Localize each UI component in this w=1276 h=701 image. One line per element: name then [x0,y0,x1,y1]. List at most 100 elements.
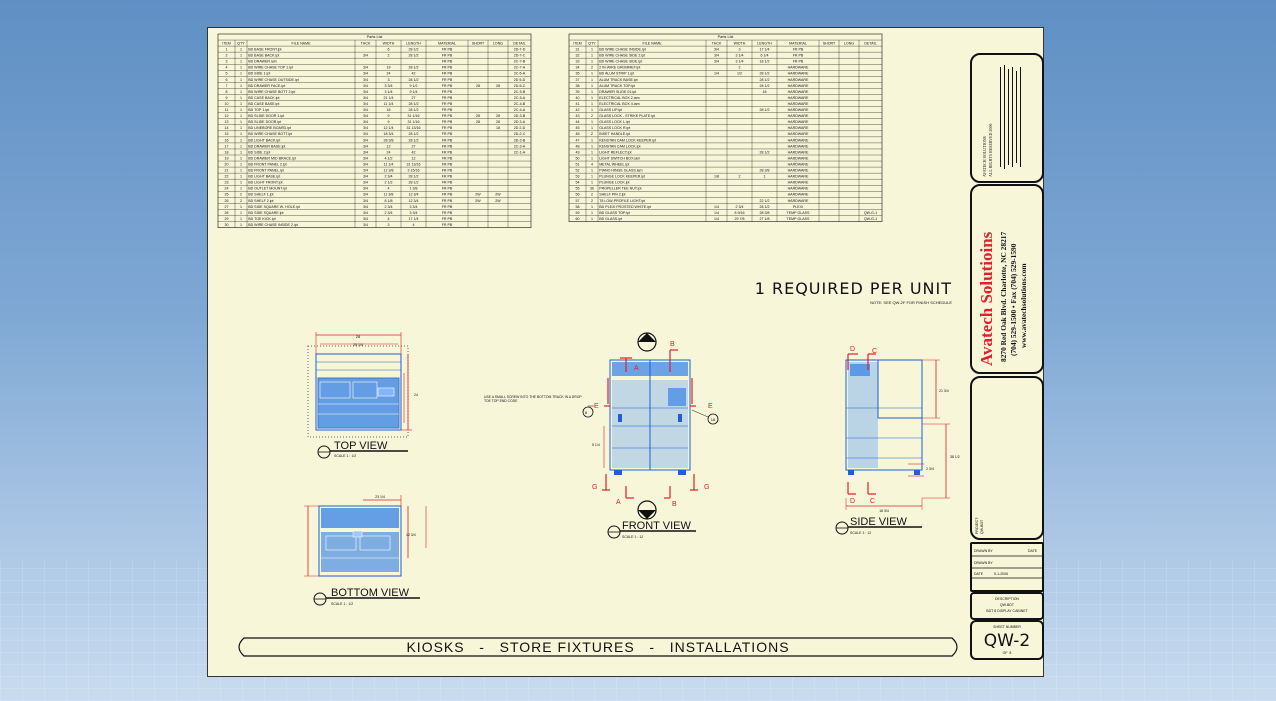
parts-cell-left: FR PB [442,126,453,130]
callout-8: 8 [585,410,588,415]
parts-cell-left: 3/4 [363,54,368,58]
parts-cell-left: 1 [226,48,228,52]
parts-cell-left: BD DRAWER.iam [248,60,277,64]
parts-cell-right: 54 [576,181,580,185]
parts-cell-right: 4 [591,162,593,166]
parts-cell-left: 3/4 [363,193,368,197]
parts-cell-left: 1 [240,72,242,76]
parts-cell-left: FR PB [442,205,453,209]
front-height-dim: 5 1/4 [592,443,600,447]
parts-cell-left: 18 [496,126,500,130]
parts-cell-right: 2 [591,66,593,70]
parts-cell-left: 2 [226,54,228,58]
parts-cell-left: 2C-4-A [514,108,526,112]
parts-cell-left: FR PB [442,211,453,215]
parts-cell-right: 51 [576,162,580,166]
parts-cell-left: FR PB [442,132,453,136]
parts-cell-right: PLEXI [793,205,803,209]
section-label-c-bottom: C [870,498,875,505]
company-box: Avatech Solutioins 8270 Red Oak Blvd. Ch… [970,184,1044,374]
parts-cell-right: 58 [576,205,580,209]
parts-cell-left: FR PB [442,66,453,70]
parts-cell-left: FR PB [442,54,453,58]
parts-cell-left: 3 15/16 [408,169,420,173]
parts-cell-right: 1 [591,169,593,173]
parts-cell-left: 18 [387,108,391,112]
side-lower-dim: 38 1/2 [950,455,960,459]
parts-cell-right: PLUNGE LOCK KEEPER.ipt [599,175,645,179]
column-header-left: QTY [237,41,245,45]
parts-cell-right: 28 1/2 [760,84,770,88]
column-header-left: LENGTH [406,41,421,45]
parts-cell-left: 12 3/4 [409,193,419,197]
parts-cell-left: 4 1/2 [385,156,393,160]
project-label: PROJECT: [975,517,979,534]
parts-cell-left: FR PB [442,175,453,179]
parts-cell-right: 28 1/2 [760,72,770,76]
title-block: AVATECH SOLUTIONS ALL RIGHTS RESERVED 20… [968,50,1046,660]
sheet-of: OF 8 [1003,651,1012,655]
parts-cell-left: 3/4 [363,199,368,203]
parts-cell-left: 2C-7-A [514,66,526,70]
parts-cell-left: 1 [240,150,242,154]
parts-cell-left: 1 [240,96,242,100]
parts-cell-left: 4 [413,223,415,227]
parts-cell-left: 3/4 [363,108,368,112]
parts-cell-right: 17 1/4 [760,48,770,52]
parts-cell-left: 1 [240,108,242,112]
parts-cell-left: 2C-1-A [514,150,526,154]
parts-cell-right: 42 [576,108,580,112]
parts-cell-right: 2 [591,132,593,136]
parts-cell-left: 1 [240,114,242,118]
parts-cell-left: 1 [240,211,242,215]
bottom-banner: KIOSKS - STORE FIXTURES - INSTALLATIONS [238,637,958,657]
parts-cell-left: 3/4 [363,66,368,70]
parts-cell-left: BD SIDE 2.ipt [248,150,270,154]
description-box: DESCRIPTION QW-BDT BDT 8 DISPLAY CABINET [970,592,1044,620]
parts-cell-left: 3/4 [363,96,368,100]
parts-cell-right: 1 [591,205,593,209]
parts-cell-left: 4 [388,217,390,221]
parts-cell-left: FR PB [442,169,453,173]
parts-cell-left: FR PB [442,48,453,52]
parts-cell-right: 28 1/2 [760,108,770,112]
parts-cell-left: 3/4 [363,78,368,82]
parts-cell-right: 28 1/2 [760,78,770,82]
parts-cell-left: BD TOP 1.ipt [248,108,269,112]
parts-cell-left: 17 1/4 [409,217,419,221]
parts-cell-right: INSET HANDLE.ipt [599,132,630,136]
parts-cell-right: 28 1/2 [760,205,770,209]
top-width-dim: 28 [356,334,361,339]
description-line-2: BDT 8 DISPLAY CABINET [986,609,1028,613]
parts-cell-left: 21 [225,169,229,173]
parts-cell-left: 3/4 [363,120,368,124]
parts-cell-right: 28 1/2 [760,150,770,154]
parts-cell-left: 20 [225,162,229,166]
section-label-g-right: G [704,484,709,491]
parts-cell-right: 37 [576,78,580,82]
parts-cell-left: BD FRONT PANEL 2.ipt [248,162,286,166]
parts-cell-right: 2 [591,199,593,203]
parts-cell-left: 1 [240,175,242,179]
parts-cell-right: METAL WHEEL.ipt [599,162,629,166]
parts-cell-left: 3/4 [363,102,368,106]
parts-cell-right: 53 [576,175,580,179]
parts-cell-left: 2 3/4 [385,175,393,179]
parts-cell-left: 2C 6-A [514,72,526,76]
parts-cell-right: 32 [576,54,580,58]
parts-cell-right: 1 [591,72,593,76]
parts-cell-left: 12 [387,144,391,148]
top-depth-dim: 24 [414,393,418,397]
side-view-label: SIDE VIEW SCALE 1 : 12 [835,516,922,535]
parts-cell-right: TEMP GLASS [787,211,811,215]
parts-cell-right: 22 1/2 [760,199,770,203]
parts-cell-left: 27 [412,96,416,100]
parts-cell-left: 28 1/2 [409,132,419,136]
parts-cell-right: 18 [763,90,767,94]
column-header-left: WIDTH [383,41,395,45]
parts-cell-left: BD FRONT PANEL.ipt [248,169,284,173]
required-per-unit-note: 1 REQUIRED PER UNIT [755,279,952,298]
parts-cell-right: BD WIRE CHASE SIDE.ipt [599,60,642,64]
parts-cell-left: FR PB [442,150,453,154]
parts-cell-right: HARDWARE [788,132,809,136]
